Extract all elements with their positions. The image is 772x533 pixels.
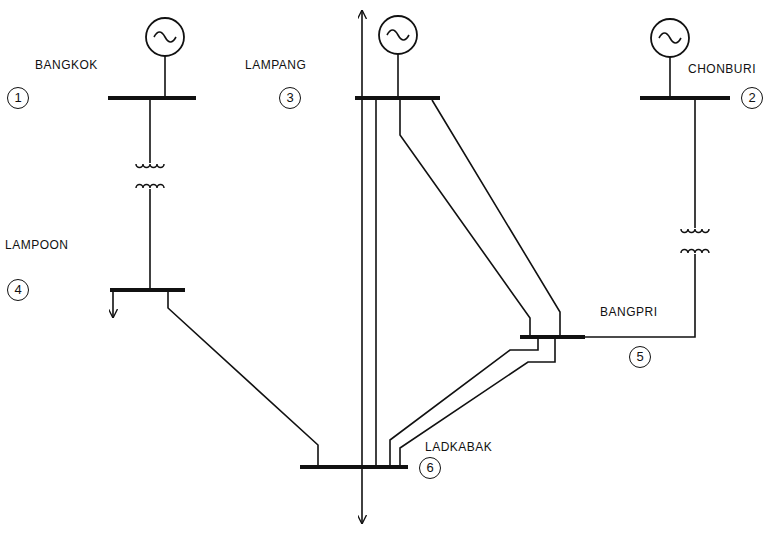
bus-number: 1 <box>7 87 29 109</box>
generator-symbol <box>146 18 184 96</box>
transmission-line <box>432 100 560 335</box>
load-arrow <box>112 292 114 318</box>
bus-number: 6 <box>419 457 441 479</box>
bus-name: BANGKOK <box>35 58 98 72</box>
bus-name: LAMPOON <box>5 238 69 252</box>
bus-number: 3 <box>279 87 301 109</box>
bus-bar: LAMPOON4 <box>110 288 185 292</box>
bus-name: BANGPRI <box>600 305 658 319</box>
bus-name: LAMPANG <box>245 58 306 72</box>
load-arrow <box>361 10 363 97</box>
bus-bar: LAMPANG3 <box>355 96 440 100</box>
bus-number: 5 <box>629 346 651 368</box>
transmission-line <box>585 100 695 337</box>
transmission-line <box>361 100 363 465</box>
bus-name: LADKABAK <box>425 440 492 454</box>
transmission-line <box>400 339 555 465</box>
transmission-line <box>149 100 151 288</box>
bus-bar: BANGPRI5 <box>520 335 585 339</box>
transmission-line <box>168 292 318 465</box>
generator-symbol <box>379 16 417 96</box>
transmission-line <box>400 100 530 335</box>
bus-bar: LADKABAK6 <box>300 465 408 469</box>
bus-name: CHONBURI <box>688 62 756 76</box>
generator-symbol <box>651 19 689 96</box>
transmission-line <box>375 100 377 465</box>
bus-bar: CHONBURI2 <box>640 96 730 100</box>
transformer-symbol <box>134 163 166 189</box>
bus-bar: BANGKOK1 <box>108 96 196 100</box>
bus-number: 4 <box>7 279 29 301</box>
bus-number: 2 <box>741 87 763 109</box>
load-arrow <box>361 469 363 524</box>
transmission-line <box>390 339 538 465</box>
transformer-symbol <box>679 228 711 254</box>
